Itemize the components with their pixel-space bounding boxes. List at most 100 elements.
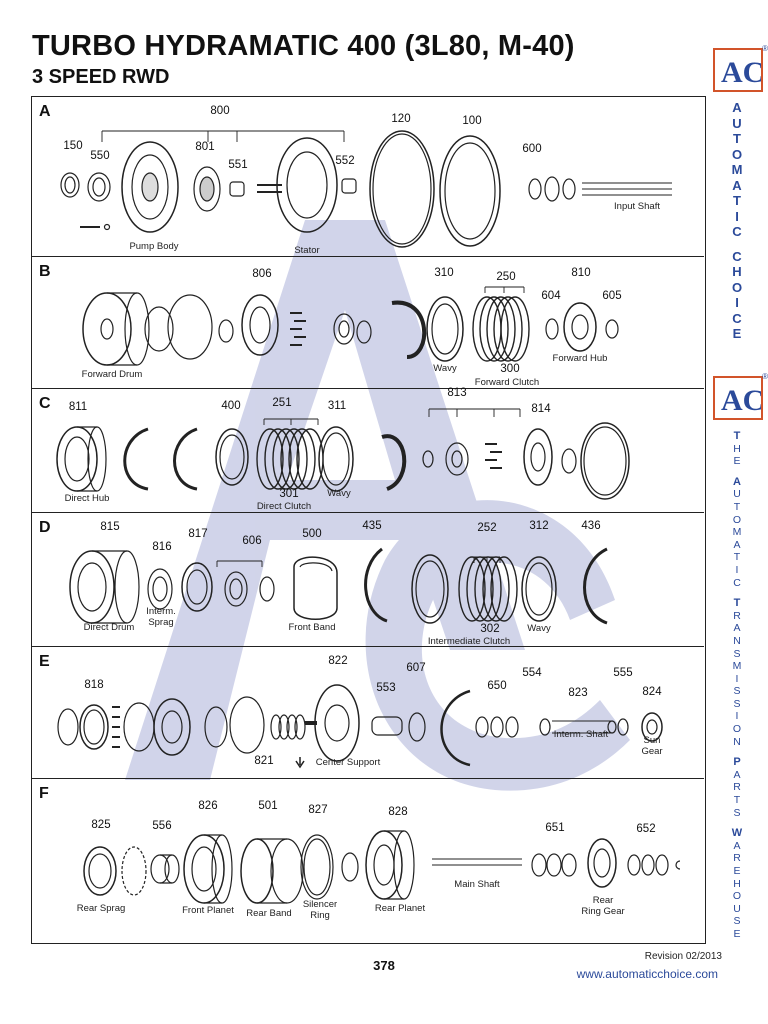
panel-e: E 822 607 818 553 650 554 [32, 647, 704, 779]
part-number: 501 [258, 800, 278, 812]
vertical-letter: O [732, 723, 742, 736]
vertical-letter: A [732, 100, 742, 115]
ac-logo-icon: AC [721, 384, 761, 417]
vertical-letter: I [735, 672, 739, 685]
parts-diagram-frame: A 800 150 550 801 551 552 120 100 600 Pu… [31, 96, 706, 944]
part-label: Interm. Shaft [553, 729, 609, 740]
part-label: Wavy [433, 363, 457, 374]
part-label: Front Band [288, 622, 336, 633]
vertical-letter [706, 748, 768, 756]
vertical-letter: A [733, 768, 741, 781]
part-number: 823 [568, 687, 588, 699]
vertical-letter: O [731, 279, 743, 295]
page-subtitle: 3 SPEED RWD [32, 66, 170, 88]
part-label: Direct Drum [83, 622, 135, 633]
part-number: 251 [272, 397, 292, 409]
part-number: 606 [242, 535, 262, 547]
part-label: Main Shaft [454, 879, 500, 890]
part-number: 801 [195, 141, 215, 153]
vertical-letter: N [733, 735, 741, 748]
part-number: 310 [434, 267, 454, 279]
part-number: 816 [152, 541, 172, 553]
vertical-letter: O [731, 146, 743, 162]
vertical-letter: M [732, 660, 742, 673]
panel-a-parts [60, 130, 672, 248]
vertical-letter: H [733, 442, 741, 455]
part-label: Center Support [315, 757, 381, 768]
part-label: Input Shaft [614, 201, 660, 212]
vertical-letter: M [732, 526, 742, 539]
vertical-letter [706, 819, 768, 827]
vertical-letter: C [732, 224, 742, 239]
vertical-letter: T [733, 500, 741, 513]
panel-f-parts [83, 830, 681, 904]
part-label: Intermediate Clutch [427, 636, 511, 647]
panel-a: A 800 150 550 801 551 552 120 100 600 Pu… [32, 97, 704, 257]
vertical-letter: E [733, 455, 741, 468]
panel-b-parts [82, 286, 619, 366]
page-number: 378 [373, 958, 395, 973]
vertical-letter: I [735, 295, 739, 310]
vertical-letter: O [732, 513, 742, 526]
vertical-letter: R [733, 852, 741, 865]
vertical-letter [706, 240, 768, 249]
panel-letter: A [39, 103, 51, 120]
part-number: 556 [152, 820, 172, 832]
vertical-letter [706, 589, 768, 597]
vertical-letter: U [733, 902, 741, 915]
vertical-letter: S [733, 697, 741, 710]
vertical-letter: I [735, 208, 739, 224]
vertical-letter [706, 468, 768, 476]
registered-mark: ® [762, 372, 768, 381]
vertical-letter: R [733, 781, 741, 794]
part-number: 551 [228, 159, 248, 171]
part-number: 806 [252, 268, 272, 280]
vertical-letter: O [732, 890, 742, 903]
vertical-letter: A [733, 475, 741, 488]
part-number: 826 [198, 800, 218, 812]
part-number: 252 [477, 522, 497, 534]
part-label: Wavy [327, 488, 351, 499]
part-label: Pump Body [129, 241, 179, 252]
part-number: 607 [406, 662, 426, 674]
vertical-letter: C [733, 576, 741, 589]
revision-date: Revision 02/2013 [644, 951, 722, 962]
ac-logo: AC ® [713, 44, 768, 92]
page-title: TURBO HYDRAMATIC 400 (3L80, M-40) [32, 30, 575, 62]
part-number: 500 [302, 528, 322, 540]
part-number: 651 [545, 822, 565, 834]
part-number: 800 [210, 105, 230, 117]
part-label: Forward Clutch [474, 377, 540, 388]
registered-mark: ® [762, 44, 768, 53]
vertical-letter: C [732, 248, 742, 264]
panel-letter: F [39, 785, 49, 802]
vertical-letter: S [733, 685, 741, 698]
vertical-letter: E [733, 865, 741, 877]
vertical-letter: T [733, 430, 741, 442]
part-number: 301 [279, 488, 299, 500]
svg-text:AC: AC [721, 56, 761, 89]
vertical-letter: E [733, 927, 741, 940]
part-label: Direct Clutch [256, 501, 312, 512]
vertical-letter: T [733, 551, 741, 564]
ac-logo-icon: AC [721, 56, 761, 89]
part-number: 400 [221, 400, 241, 412]
part-number: 436 [581, 520, 601, 532]
part-number: 435 [362, 520, 382, 532]
vertical-letter: H [732, 264, 742, 279]
vertical-letter: T [733, 131, 741, 146]
panel-d: D 815 816 817 606 500 435 2 [32, 513, 704, 647]
part-number: 311 [327, 400, 347, 412]
vertical-letter: T [733, 794, 741, 807]
website-link[interactable]: www.automaticchoice.com [576, 967, 718, 981]
part-number: 555 [613, 667, 633, 679]
vertical-letter: S [733, 915, 741, 928]
part-number: 120 [391, 113, 411, 125]
vertical-letter: U [733, 488, 741, 501]
panel-letter: C [39, 395, 51, 412]
part-number: 550 [90, 150, 110, 162]
part-label: Forward Hub [552, 353, 608, 364]
